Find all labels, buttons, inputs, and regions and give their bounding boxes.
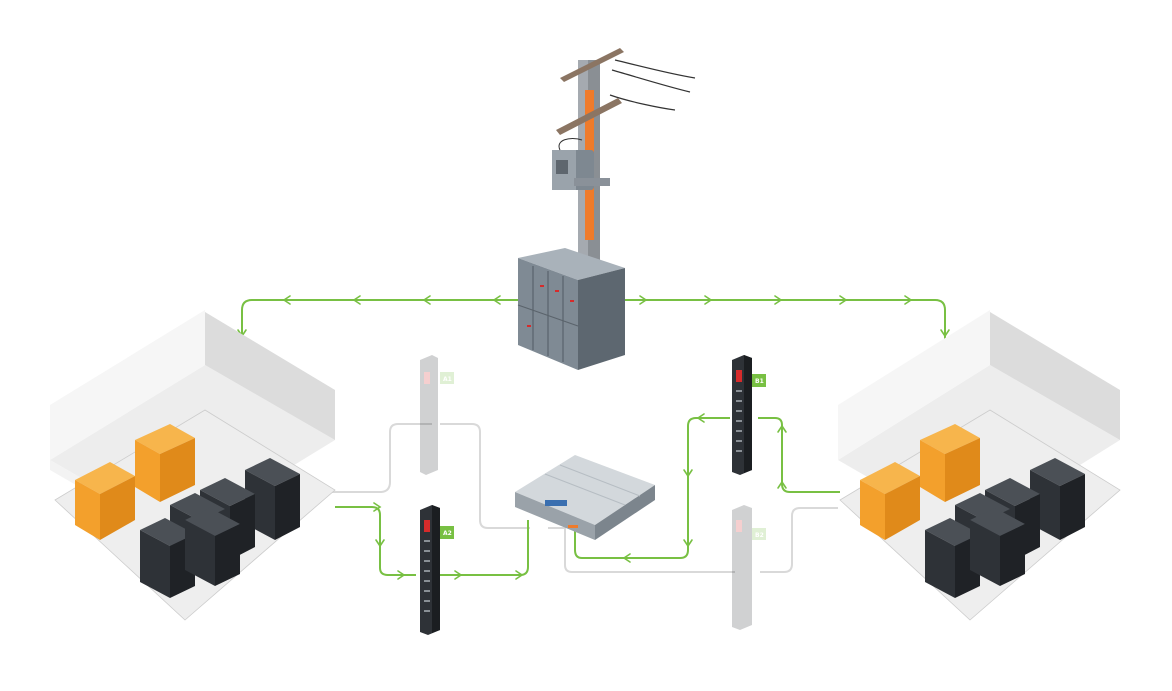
active-connections (241, 299, 946, 576)
server-rack-icon (140, 458, 300, 598)
line-pdu-a1-to-server (440, 423, 530, 529)
flow-arrows (237, 295, 950, 580)
line-pdu-b2-to-server (548, 527, 735, 573)
inactive-connections (330, 423, 838, 573)
pdu-a1-icon: A1 (420, 355, 454, 475)
pdu-b1-icon: B1 (732, 355, 766, 475)
line-switchgear-to-room-left (241, 299, 520, 382)
power-room-left-icon (50, 310, 336, 621)
line-pdu-a2-to-server (440, 520, 529, 576)
server-rack-icon (925, 458, 1085, 598)
pdu-a1-label: A1 (443, 376, 452, 383)
switchgear-cabinet-icon (517, 248, 625, 370)
utility-pole-icon (552, 48, 696, 270)
pdu-b2-label: B2 (755, 532, 764, 539)
ups-cabinet-icon (75, 424, 195, 540)
line-room-right-to-pdu-b1 (758, 417, 840, 493)
power-room-right-icon (838, 310, 1121, 621)
line-switchgear-to-room-right (625, 299, 946, 382)
server-chassis-icon (515, 455, 655, 540)
pdu-b2-icon: B2 (732, 505, 766, 630)
line-room-left-to-pdu-a1 (330, 423, 432, 493)
line-pdu-b1-to-server (574, 417, 730, 559)
pdu-b1-label: B1 (755, 378, 764, 385)
line-room-left-to-pdu-a2 (335, 506, 416, 576)
pdu-a2-icon: A2 (420, 505, 454, 635)
pdu-a2-label: A2 (443, 530, 452, 537)
ups-cabinet-icon (860, 424, 980, 540)
line-room-right-to-pdu-b2 (760, 507, 838, 573)
